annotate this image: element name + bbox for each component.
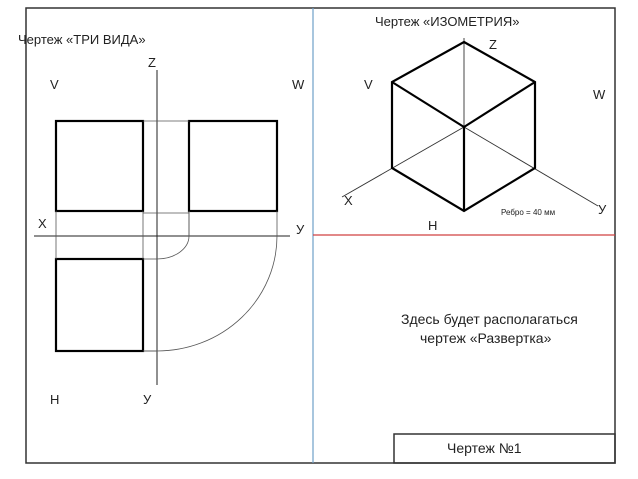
isometric-cube [390, 40, 537, 213]
left-axis-y-right-label: У [296, 222, 305, 237]
front-view-square [54, 119, 145, 213]
three-views-title: Чертеж «ТРИ ВИДА» [18, 32, 146, 47]
three-views-drawing [34, 70, 290, 385]
left-axis-z-label: Z [148, 55, 156, 70]
iso-label-h: H [428, 218, 438, 233]
title-block-label: Чертеж №1 [447, 440, 522, 456]
iso-axis-y-label: У [598, 202, 607, 217]
projection-lines [55, 120, 278, 352]
development-placeholder-line1: Здесь будет располагаться [401, 311, 578, 327]
left-axis-y-bottom-label: У [143, 392, 152, 407]
left-label-v: V [50, 77, 59, 92]
iso-label-v: V [364, 77, 373, 92]
iso-label-w: W [593, 87, 606, 102]
top-view-square [54, 257, 145, 353]
side-view-square [187, 119, 279, 213]
iso-axis-z-label: Z [489, 37, 497, 52]
left-label-h: H [50, 392, 60, 407]
left-axis-x-label: X [38, 216, 47, 231]
isometric-axes [341, 38, 599, 207]
development-placeholder-line2: чертеж «Развертка» [420, 330, 552, 346]
left-label-w: W [292, 77, 305, 92]
edge-length-note: Ребро = 40 мм [501, 208, 556, 217]
title-block-box [393, 433, 616, 464]
isometric-title: Чертеж «ИЗОМЕТРИЯ» [375, 14, 520, 29]
isometric-drawing [341, 38, 599, 213]
iso-axis-x-label: X [344, 193, 353, 208]
